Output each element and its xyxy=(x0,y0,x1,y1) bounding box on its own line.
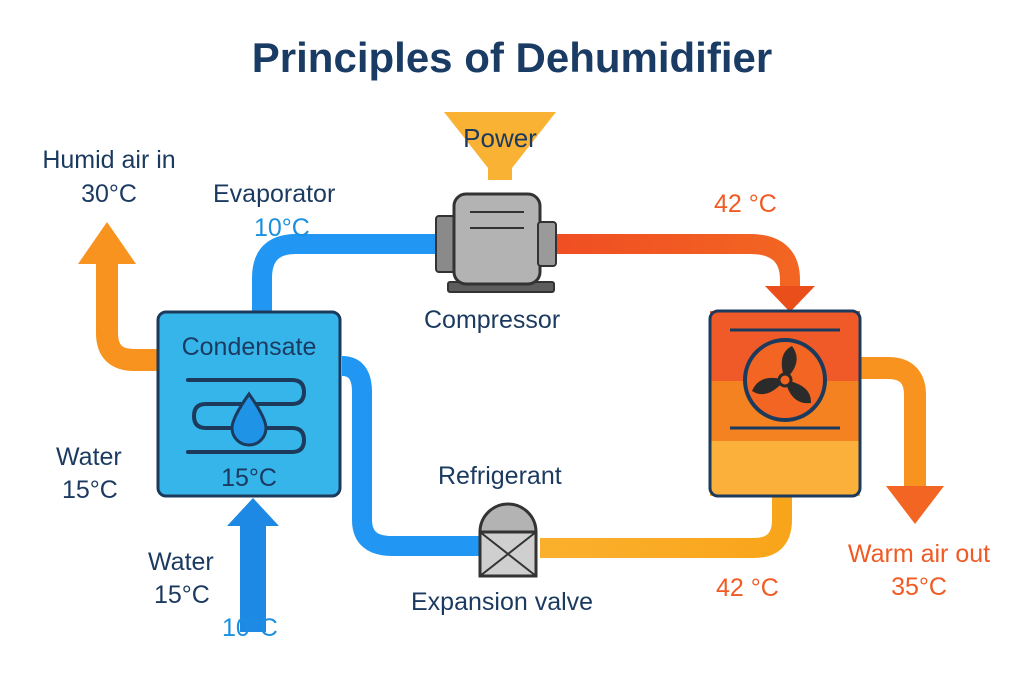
refrigerant-label: Refrigerant xyxy=(438,462,562,490)
water-arrow-shaft xyxy=(240,522,266,632)
water-arrow-head xyxy=(227,498,279,526)
condensate-temp-label: 15°C xyxy=(221,464,277,492)
liquid-pipe xyxy=(540,492,792,558)
cold-pipe-to-compressor xyxy=(252,234,442,318)
warm-air-out-label: Warm air out xyxy=(847,540,991,568)
warm-air-arrow xyxy=(860,357,926,488)
hot-pipe-to-condenser xyxy=(556,234,800,290)
hot-pipe-arrowhead xyxy=(765,286,815,312)
fan-icon xyxy=(743,338,827,422)
water-left-temp-label: 15°C xyxy=(62,476,118,504)
humid-air-temp-label: 30°C xyxy=(81,180,137,208)
water-left-label: Water xyxy=(56,443,122,471)
water-bottom-blue-temp-label: 10°C xyxy=(222,614,278,642)
compressor-label: Compressor xyxy=(424,306,561,334)
evaporator-box xyxy=(156,310,342,498)
power-funnel-icon xyxy=(444,112,556,180)
hot-line-temp-label: 42 °C xyxy=(714,190,777,218)
expansion-valve-icon xyxy=(478,502,538,578)
evaporator-label: Evaporator xyxy=(213,180,336,208)
evaporator-temp-label: 10°C xyxy=(254,214,310,242)
water-bottom-temp-label: 15°C xyxy=(154,581,210,609)
warm-air-arrowhead xyxy=(886,486,944,524)
water-bottom-label: Water xyxy=(148,548,214,576)
humid-air-arrow xyxy=(96,262,160,371)
humid-air-in-label: Humid air in xyxy=(42,146,176,174)
warm-air-temp-label: 35°C xyxy=(891,573,947,601)
page-title: Principles of Dehumidifier xyxy=(251,34,773,81)
liquid-line-temp-label: 42 °C xyxy=(716,574,779,602)
compressor-icon xyxy=(435,192,557,293)
power-label: Power xyxy=(463,123,537,153)
evaporator-coil-icon xyxy=(186,378,307,454)
condensate-label: Condensate xyxy=(181,333,317,361)
cold-pipe-from-valve xyxy=(341,356,480,556)
water-drop-icon xyxy=(230,391,268,447)
humid-air-arrowhead xyxy=(78,222,136,264)
expansion-valve-label: Expansion valve xyxy=(411,588,594,616)
